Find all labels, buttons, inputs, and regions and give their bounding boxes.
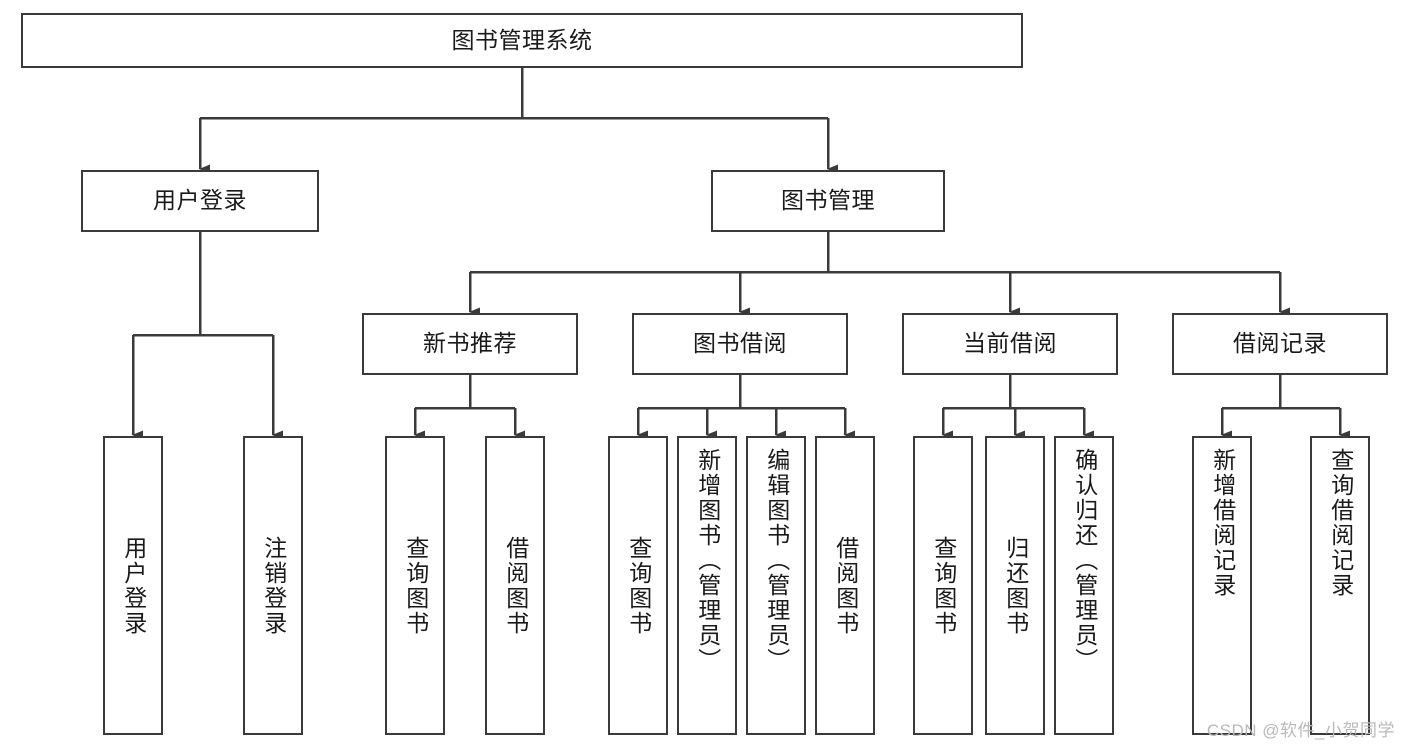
node-label: 新增借阅记录 <box>1209 448 1236 598</box>
csdn-watermark: CSDN @软件_小贺同学 <box>1206 721 1395 740</box>
node-leaf-return-book[interactable]: 归还图书 <box>985 436 1045 735</box>
node-label: 查询图书 <box>402 535 429 636</box>
node-label: 借阅记录 <box>1233 330 1327 357</box>
node-label: 查询图书 <box>930 535 957 636</box>
node-leaf-logout[interactable]: 注销登录 <box>243 436 303 735</box>
node-leaf-query-book-2[interactable]: 查询图书 <box>608 436 668 735</box>
node-label: 归还图书 <box>1002 535 1029 636</box>
node-root[interactable]: 图书管理系统 <box>21 13 1023 68</box>
node-book-borrow[interactable]: 图书借阅 <box>632 313 848 375</box>
node-leaf-query-record[interactable]: 查询借阅记录 <box>1310 436 1370 735</box>
node-label: 新书推荐 <box>423 330 517 357</box>
node-label: 用户登录 <box>153 187 247 214</box>
node-user-login[interactable]: 用户登录 <box>81 170 319 232</box>
node-label: 确认归还（管理员） <box>1071 448 1098 673</box>
node-label: 注销登录 <box>260 535 287 636</box>
node-label: 借阅图书 <box>502 535 529 636</box>
node-label: 新增图书（管理员） <box>694 448 721 673</box>
node-label: 图书管理 <box>781 187 875 214</box>
node-current-borrow[interactable]: 当前借阅 <box>902 313 1118 375</box>
node-borrow-record[interactable]: 借阅记录 <box>1172 313 1388 375</box>
node-leaf-query-book-3[interactable]: 查询图书 <box>913 436 973 735</box>
node-book-manage[interactable]: 图书管理 <box>711 170 945 232</box>
node-leaf-add-book[interactable]: 新增图书（管理员） <box>677 436 737 735</box>
node-label: 编辑图书（管理员） <box>763 448 790 673</box>
node-leaf-edit-book[interactable]: 编辑图书（管理员） <box>746 436 806 735</box>
node-label: 借阅图书 <box>832 535 859 636</box>
node-label: 查询借阅记录 <box>1327 448 1354 598</box>
node-leaf-confirm-return[interactable]: 确认归还（管理员） <box>1054 436 1114 735</box>
node-leaf-query-book-1[interactable]: 查询图书 <box>385 436 445 735</box>
node-new-book-rec[interactable]: 新书推荐 <box>362 313 578 375</box>
node-label: 图书管理系统 <box>451 26 593 53</box>
node-leaf-borrow-book-2[interactable]: 借阅图书 <box>815 436 875 735</box>
node-label: 查询图书 <box>625 535 652 636</box>
node-label: 当前借阅 <box>963 330 1057 357</box>
node-leaf-borrow-book-1[interactable]: 借阅图书 <box>485 436 545 735</box>
node-leaf-user-login[interactable]: 用户登录 <box>103 436 163 735</box>
node-leaf-add-record[interactable]: 新增借阅记录 <box>1192 436 1252 735</box>
node-label: 用户登录 <box>120 535 147 636</box>
node-label: 图书借阅 <box>693 330 787 357</box>
